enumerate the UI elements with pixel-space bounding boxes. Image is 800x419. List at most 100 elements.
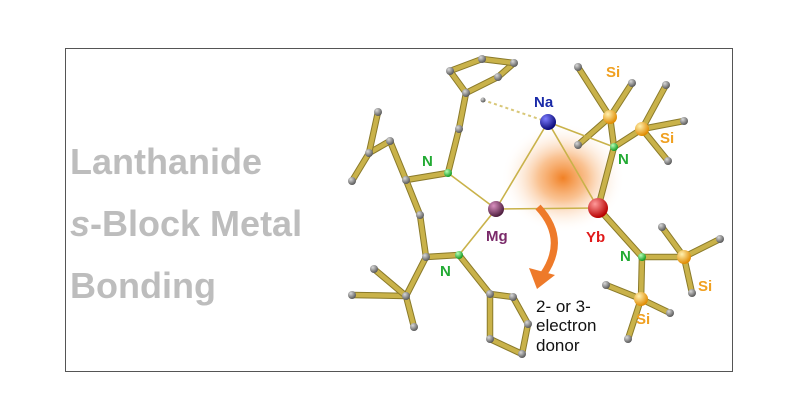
- contact-Mg-Na: [495, 121, 549, 210]
- atom-q4: [524, 320, 532, 328]
- atom-q2: [486, 335, 494, 343]
- atom-n1: [444, 169, 452, 177]
- label-si-top-right: Si: [660, 130, 674, 147]
- metal-contact-lines: [447, 99, 615, 256]
- bond-Yb-N3: [595, 144, 617, 211]
- donation-arrow-shaft: [535, 204, 558, 277]
- atom-c4: [402, 292, 410, 300]
- atom-c5: [365, 149, 373, 157]
- atom-n2: [455, 251, 463, 259]
- atom-c11: [410, 323, 418, 331]
- atom-v3: [688, 289, 696, 297]
- atom-q1: [486, 290, 494, 298]
- label-si-bottom: Si: [636, 311, 650, 328]
- molecule-diagram: Na Mg Yb N N N N Si Si Si Si 2- or 3- el…: [348, 55, 724, 358]
- label-mg: Mg: [486, 228, 508, 245]
- atom-t3: [574, 141, 582, 149]
- label-n-lower-right: N: [620, 248, 631, 265]
- atom-c8: [386, 137, 394, 145]
- atom-n4: [638, 253, 646, 261]
- atom-c3: [422, 253, 430, 261]
- contact-Na-N3: [547, 121, 615, 148]
- atom-t1: [574, 63, 582, 71]
- bond-Q5-Q4: [510, 294, 531, 327]
- title-line-2: s-Block Metal: [70, 206, 302, 242]
- atom-p2: [462, 89, 470, 97]
- annotation-line-2: electron: [536, 316, 596, 335]
- contact-Mg-Yb: [495, 207, 599, 210]
- bond-C4-C10: [371, 266, 409, 299]
- atom-c10: [370, 265, 378, 273]
- annotation-line-1: 2- or 3-: [536, 297, 591, 316]
- atom-q5: [509, 293, 517, 301]
- atom-w1: [602, 281, 610, 289]
- bond-N4-Si4: [638, 254, 645, 302]
- bond-C1-C8: [387, 138, 409, 183]
- atom-si2: [635, 122, 649, 136]
- bond-Si1-T1: [575, 64, 613, 120]
- label-na: Na: [534, 94, 554, 111]
- atom-u1: [662, 81, 670, 89]
- atom-p1: [455, 125, 463, 133]
- bond-P1-P2: [456, 90, 469, 132]
- title-block-metal: -Block Metal: [90, 203, 303, 244]
- bond-C1-C2: [403, 177, 423, 218]
- label-n-upper-right: N: [618, 151, 629, 168]
- label-n-lower-left: N: [440, 263, 451, 280]
- atom-p4: [510, 59, 518, 67]
- atom-w2: [624, 335, 632, 343]
- atom-yb: [588, 198, 608, 218]
- bond-C3-C4: [403, 254, 429, 299]
- bond-P6-P2: [447, 68, 469, 96]
- contact-Na-Yb: [547, 121, 599, 209]
- atom-c7: [374, 108, 382, 116]
- bond-C5-C6: [349, 150, 372, 184]
- donation-arrow-head: [529, 268, 555, 289]
- atom-si1: [603, 110, 617, 124]
- bond-P5-P6: [447, 56, 485, 74]
- bond-C4-C9: [349, 292, 409, 299]
- atom-h: [480, 97, 486, 103]
- atom-si3: [677, 250, 691, 264]
- bond-P2-P3: [463, 74, 501, 96]
- contact-Mg-N1: [447, 172, 497, 210]
- atom-p5: [478, 55, 486, 63]
- atom-c6: [348, 177, 356, 185]
- bond-Q4-Q3: [519, 321, 531, 357]
- bond-P4-P5: [479, 56, 517, 66]
- atom-p3: [494, 73, 502, 81]
- atom-v1: [658, 223, 666, 231]
- bond-Si2-U1: [639, 82, 669, 132]
- atom-c9: [348, 291, 356, 299]
- atom-c1: [402, 176, 410, 184]
- bond-N1-C1: [403, 170, 451, 183]
- graphic-frame: Lanthanide s-Block Metal Bonding Na Mg Y…: [65, 48, 733, 372]
- bond-Si2-U2: [639, 118, 687, 132]
- atom-q3: [518, 350, 526, 358]
- title-s-italic: s: [70, 203, 91, 244]
- bond-N1-P1: [445, 126, 462, 176]
- label-yb: Yb: [586, 229, 605, 246]
- atom-p6: [446, 67, 454, 75]
- bond-Si1-T3: [575, 114, 613, 148]
- atom-mg: [488, 201, 504, 217]
- bond-Si4-W2: [625, 296, 644, 342]
- atom-spheres: [348, 55, 724, 358]
- atom-si4: [634, 292, 648, 306]
- bond-Q3-Q2: [487, 336, 525, 357]
- bond-N2-Q1: [456, 252, 493, 297]
- atom-v2: [716, 235, 724, 243]
- title-line-3: Bonding: [70, 265, 216, 306]
- bond-C3-N2: [423, 252, 462, 260]
- label-si-top-left: Si: [606, 64, 620, 81]
- bond-C5-C7: [366, 109, 381, 156]
- label-n-upper-left: N: [422, 153, 433, 170]
- annotation-line-3: donor: [536, 336, 580, 355]
- label-si-bottom-right: Si: [698, 278, 712, 295]
- atom-u3: [664, 157, 672, 165]
- contact-Mg-N2: [458, 208, 497, 256]
- atom-n3: [610, 143, 618, 151]
- atom-na: [540, 114, 556, 130]
- atom-c2: [416, 211, 424, 219]
- atom-t2: [628, 79, 636, 87]
